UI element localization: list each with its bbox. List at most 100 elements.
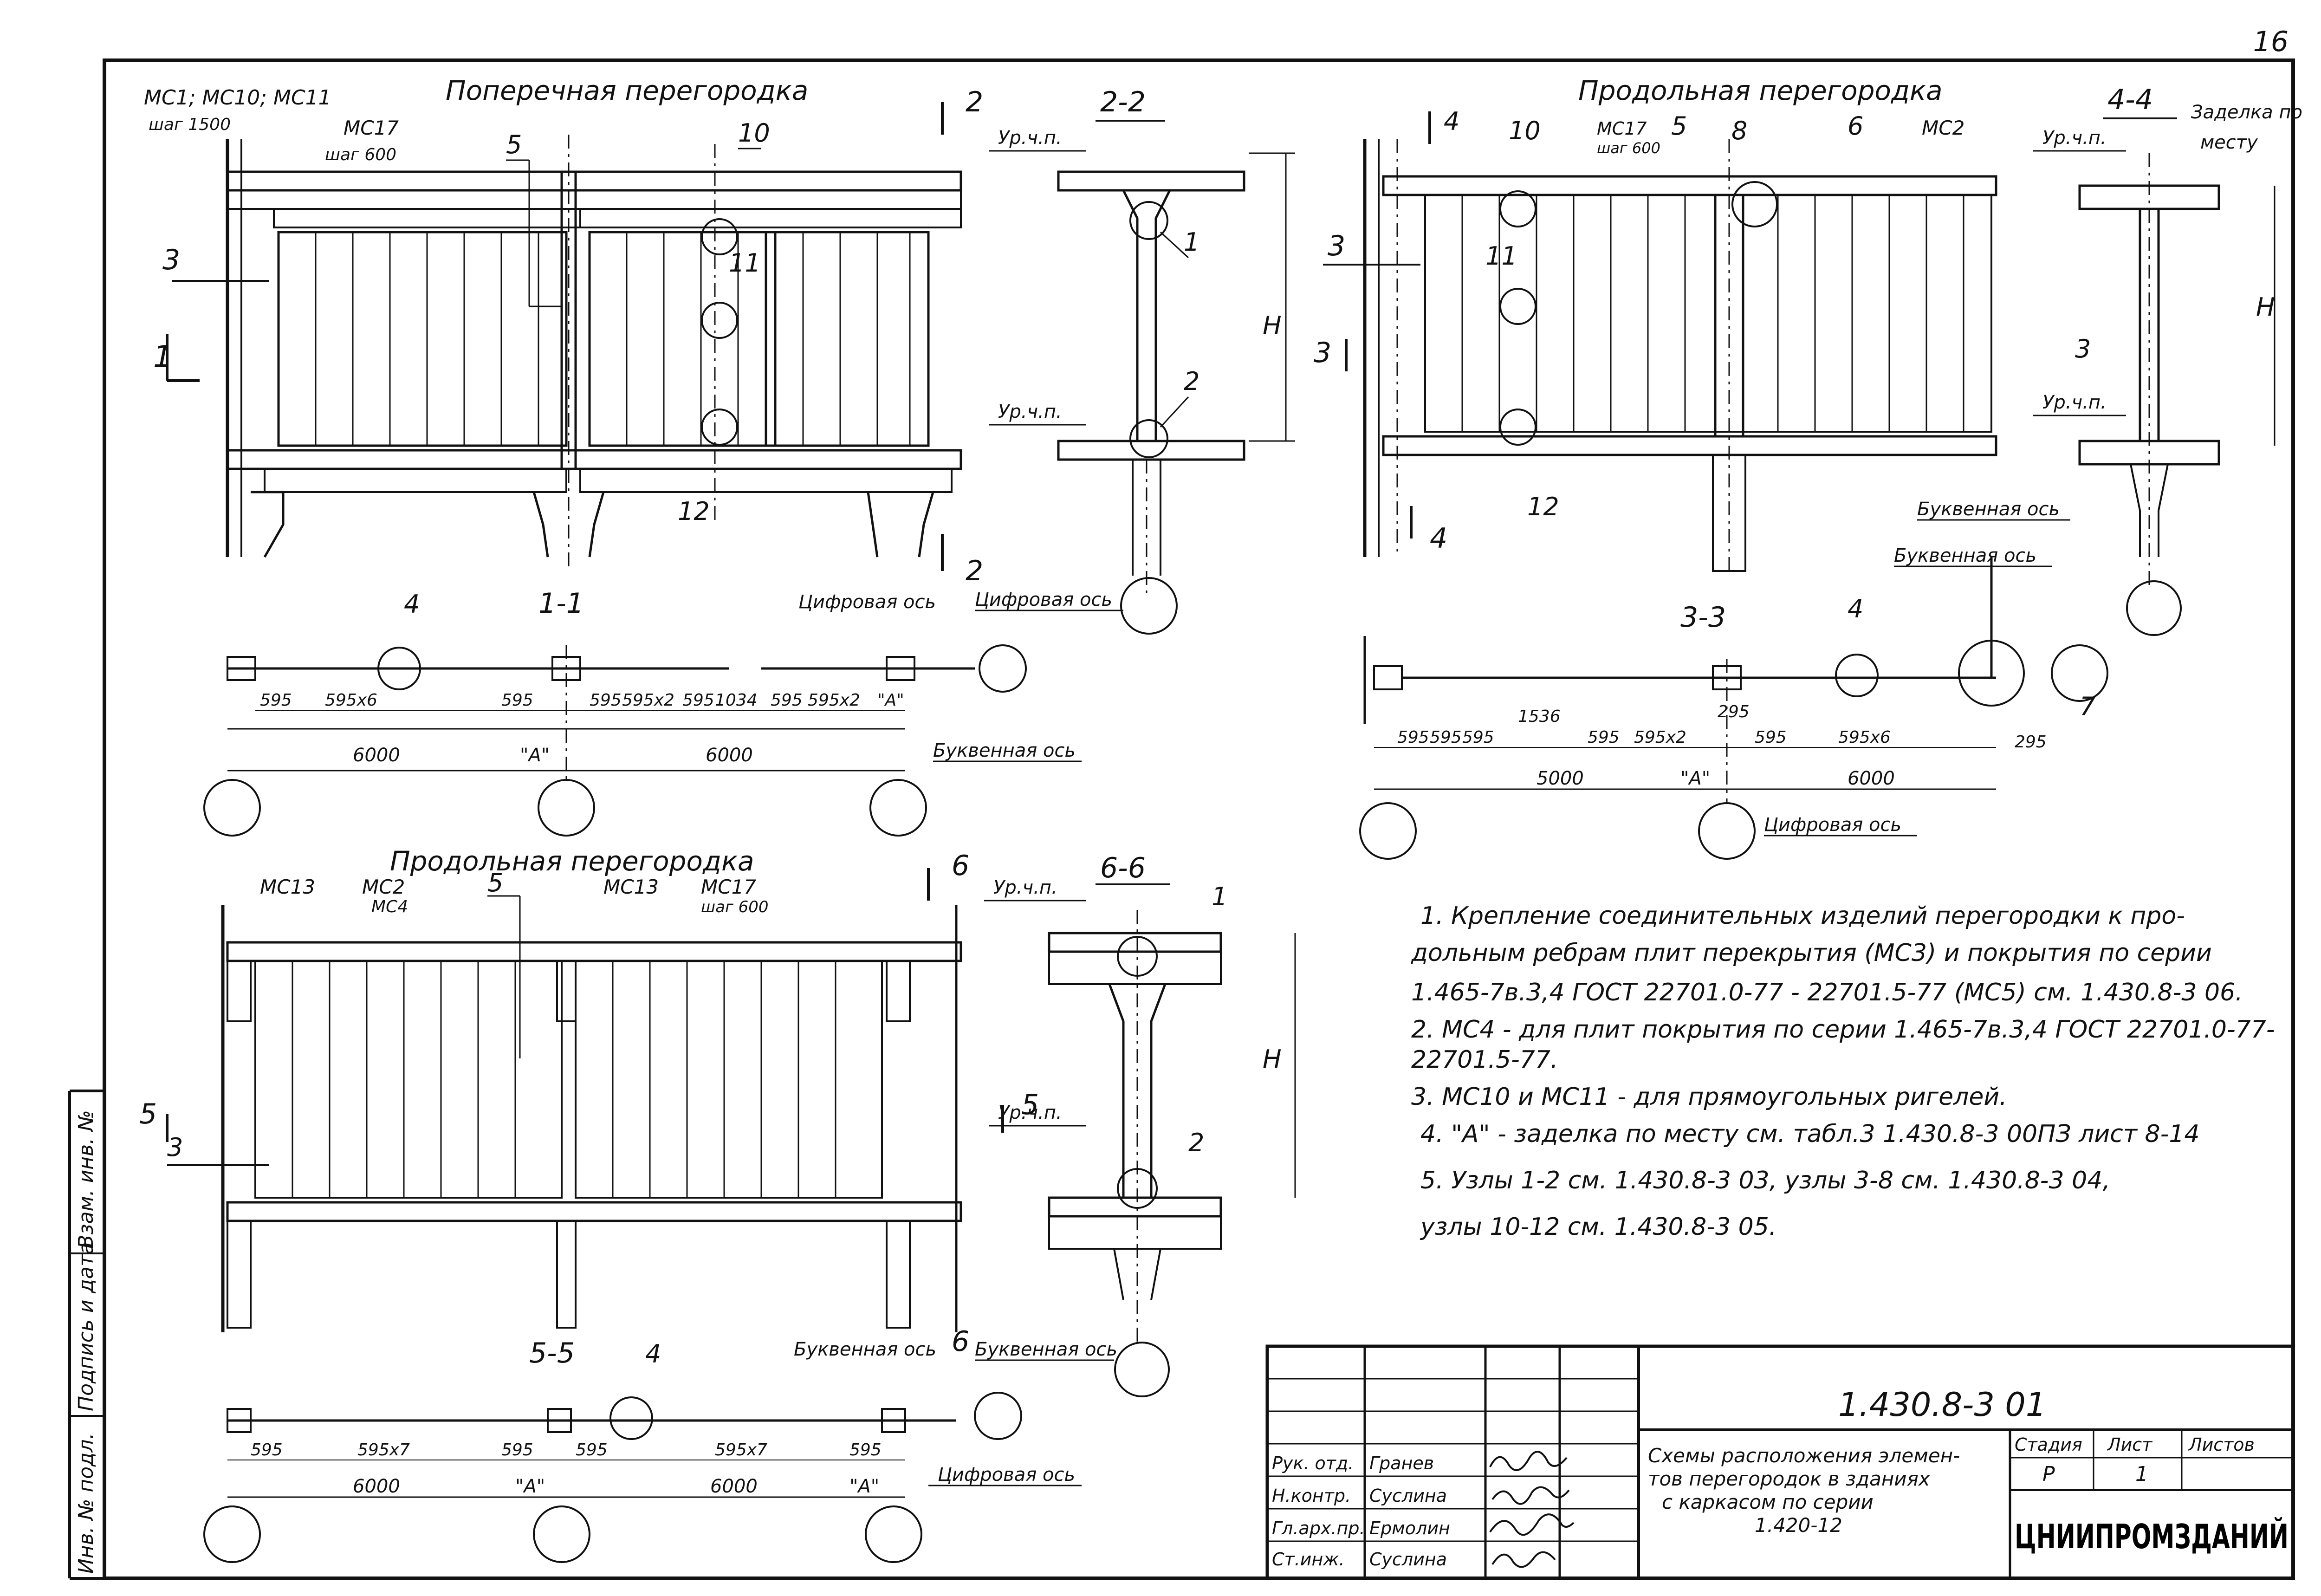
stamp-title-3: 1.420-12 [1755,1514,1842,1537]
axis-bubble-33-c [2051,644,2108,702]
bl-sec6: 6 [952,850,969,882]
page-number: 16 [2253,26,2289,58]
sec22-h: Н [1263,311,1282,340]
stamp-org: ЦНИИПРОМЗДАНИЙ [2015,1517,2289,1556]
sec11-span-0: 6000 [353,745,400,766]
tr-n10: 10 [1509,116,1541,145]
axis-bubble-sec22 [1120,577,1178,635]
section-2-2: 2-2 Ур.ч.п. Ур.ч.п. 1 2 Н Цифровая ось [975,86,1295,635]
sec22-n2: 2 [1184,367,1199,396]
section-1-1-plan: 1-1 4 595 595х6 595 595 595х2 595 1034 5… [203,587,1082,837]
sec33-dim-8: 295 [1718,702,1750,721]
stamp-name-2: Ермолин [1369,1518,1450,1538]
axis-bubble-11-a [203,779,261,837]
signature-3 [1491,1551,1556,1568]
sec44-axis: Буквенная ось [1917,499,2060,520]
axis-bubble-33-a [1359,802,1417,860]
transverse-partition-elevation: Поперечная перегородка МС1; МС10; МС11 ш… [144,75,983,587]
note-line-7: 5. Узлы 1-2 см. 1.430.8-3 03, узлы 3-8 с… [1420,1167,2110,1194]
sec44-n3: 3 [2075,334,2091,363]
sec55-dim-1: 595х7 [357,1440,410,1460]
sec11-axis-letter: Буквенная ось [933,740,1076,761]
sec66-n1: 1 [1212,882,1227,911]
label-5: 5 [506,130,522,159]
label-11: 11 [729,248,761,278]
stamp-title-0: Схемы расположения элемен- [1648,1444,1960,1467]
sec44-zadelka: Заделка по [2191,102,2302,123]
stamp-col-sheets: Листов [2188,1434,2255,1455]
title-block: 1.430.8-3 01 Схемы расположения элемен- … [1265,1344,2295,1580]
sec11-axis-digital: Цифровая ось [798,591,936,613]
stamp-role-2: Гл.арх.пр. [1272,1518,1365,1538]
note-line-8: узлы 10-12 см. 1.430.8-3 05. [1420,1213,1776,1241]
sec55-dim-2: 595 [501,1440,533,1460]
stamp-col-stage: Стадия [2015,1434,2082,1455]
sec33-dim-9: 295 [2015,733,2047,752]
stamp-name-1: Суслина [1369,1486,1447,1506]
title-longitudinal-bottom: Продольная перегородка [390,845,754,877]
tr-n4: 4 [1444,107,1459,136]
sec33-dim-5: 595х2 [1634,728,1686,747]
sec11-dim-7: 595 [771,691,803,710]
sec44-title: 4-4 [2107,84,2153,116]
stamp-name-0: Гранев [1369,1453,1434,1473]
sec66-n2: 2 [1188,1128,1204,1157]
signature-0 [1489,1451,1568,1471]
sec33-dim-3: 1536 [1518,707,1561,726]
sec33-axis-digital: Цифровая ось [1764,814,1901,836]
stamp-role-1: Н.контр. [1272,1486,1351,1506]
axis-bubble-55-a [203,1505,261,1563]
bl-sec5b: 5 [1021,1089,1039,1121]
sec66-title: 6-6 [1100,852,1146,884]
sec11-dim-5: 595 [682,691,714,710]
sec44-mestu: месту [2200,132,2258,153]
note-line-1: дольным ребрам плит перекрытия (МС3) и п… [1411,939,2212,967]
bl-sec6b: 6 [952,1325,969,1358]
label-mc17: МС17 [344,117,399,139]
tr-n11: 11 [1485,241,1517,271]
note-line-5: 3. МС10 и МС11 - для прямоугольных ригел… [1411,1083,2007,1111]
axis-bubble-sec44 [2126,580,2182,636]
stamp-role-3: Ст.инж. [1272,1549,1345,1570]
tr-sec3: 3 [1314,337,1331,369]
bl-mc2: МС2 [362,876,405,898]
sec55-a2: "А" [849,1476,879,1497]
sec55-dim-5: 595 [849,1440,882,1460]
sec11-a: "А" [520,745,550,766]
label-10: 10 [738,118,770,148]
sec33-dim-4: 595 [1588,728,1620,747]
notes-block: 1. Крепление соединительных изделий пере… [1411,902,2275,1241]
note-line-2: 1.465-7в.3,4 ГОСТ 22701.0-77 - 22701.5-7… [1411,979,2243,1006]
note-line-3: 2. МС4 - для плит покрытия по серии 1.46… [1411,1016,2275,1044]
bl-mc17-step: шаг 600 [701,898,769,916]
section-4-4: 4-4 Заделка по месту Ур.ч.п. Ур.ч.п. 3 Н… [1917,84,2302,636]
sec55-dim-0: 595 [251,1440,283,1460]
sec22-axis: Цифровая ось [975,589,1112,610]
sec11-dim-6: 1034 [715,691,758,710]
sec11-dim-1: 595х6 [325,691,377,710]
tr-mc17-step: шаг 600 [1597,139,1660,157]
sec55-axis-digital: Цифровая ось [938,1464,1075,1486]
sec55-span-1: 6000 [710,1476,758,1497]
label-mc-step: шаг 1500 [149,115,231,134]
sec66-axis: Буквенная ось [975,1339,1117,1360]
sec66-h: Н [1263,1045,1282,1074]
sheet-frame [103,58,2295,1580]
stamp-sheet: 1 [2135,1462,2148,1486]
stamp-code: 1.430.8-3 01 [1838,1386,2046,1424]
axis-bubble-55-b [533,1505,590,1563]
sec33-a: "А" [1680,768,1710,789]
sec33-dim-6: 595 [1755,728,1787,747]
sec22-title: 2-2 [1100,86,1146,118]
sec11-dim-3: 595 [590,691,622,710]
tr-n8: 8 [1731,116,1747,145]
tr-n12: 12 [1527,492,1559,521]
longitudinal-partition-elevation-bottom: Продольная перегородка МС13 МС2 МС4 5 МС… [139,845,1039,1358]
sec11-dim-2: 595 [501,691,533,710]
sec33-axis-letter: Буквенная ось [1894,545,2036,566]
label-mc1: МС1; МС10; МС11 [144,86,331,110]
label-mc17-step: шаг 600 [325,145,396,164]
section-3-3-plan: 3-3 4 7 595 595 595 1536 595 595х2 595 5… [1359,545,2108,860]
sec44-level-top: Ур.ч.п. [2042,127,2107,149]
sec33-dim-2: 595 [1462,728,1494,747]
